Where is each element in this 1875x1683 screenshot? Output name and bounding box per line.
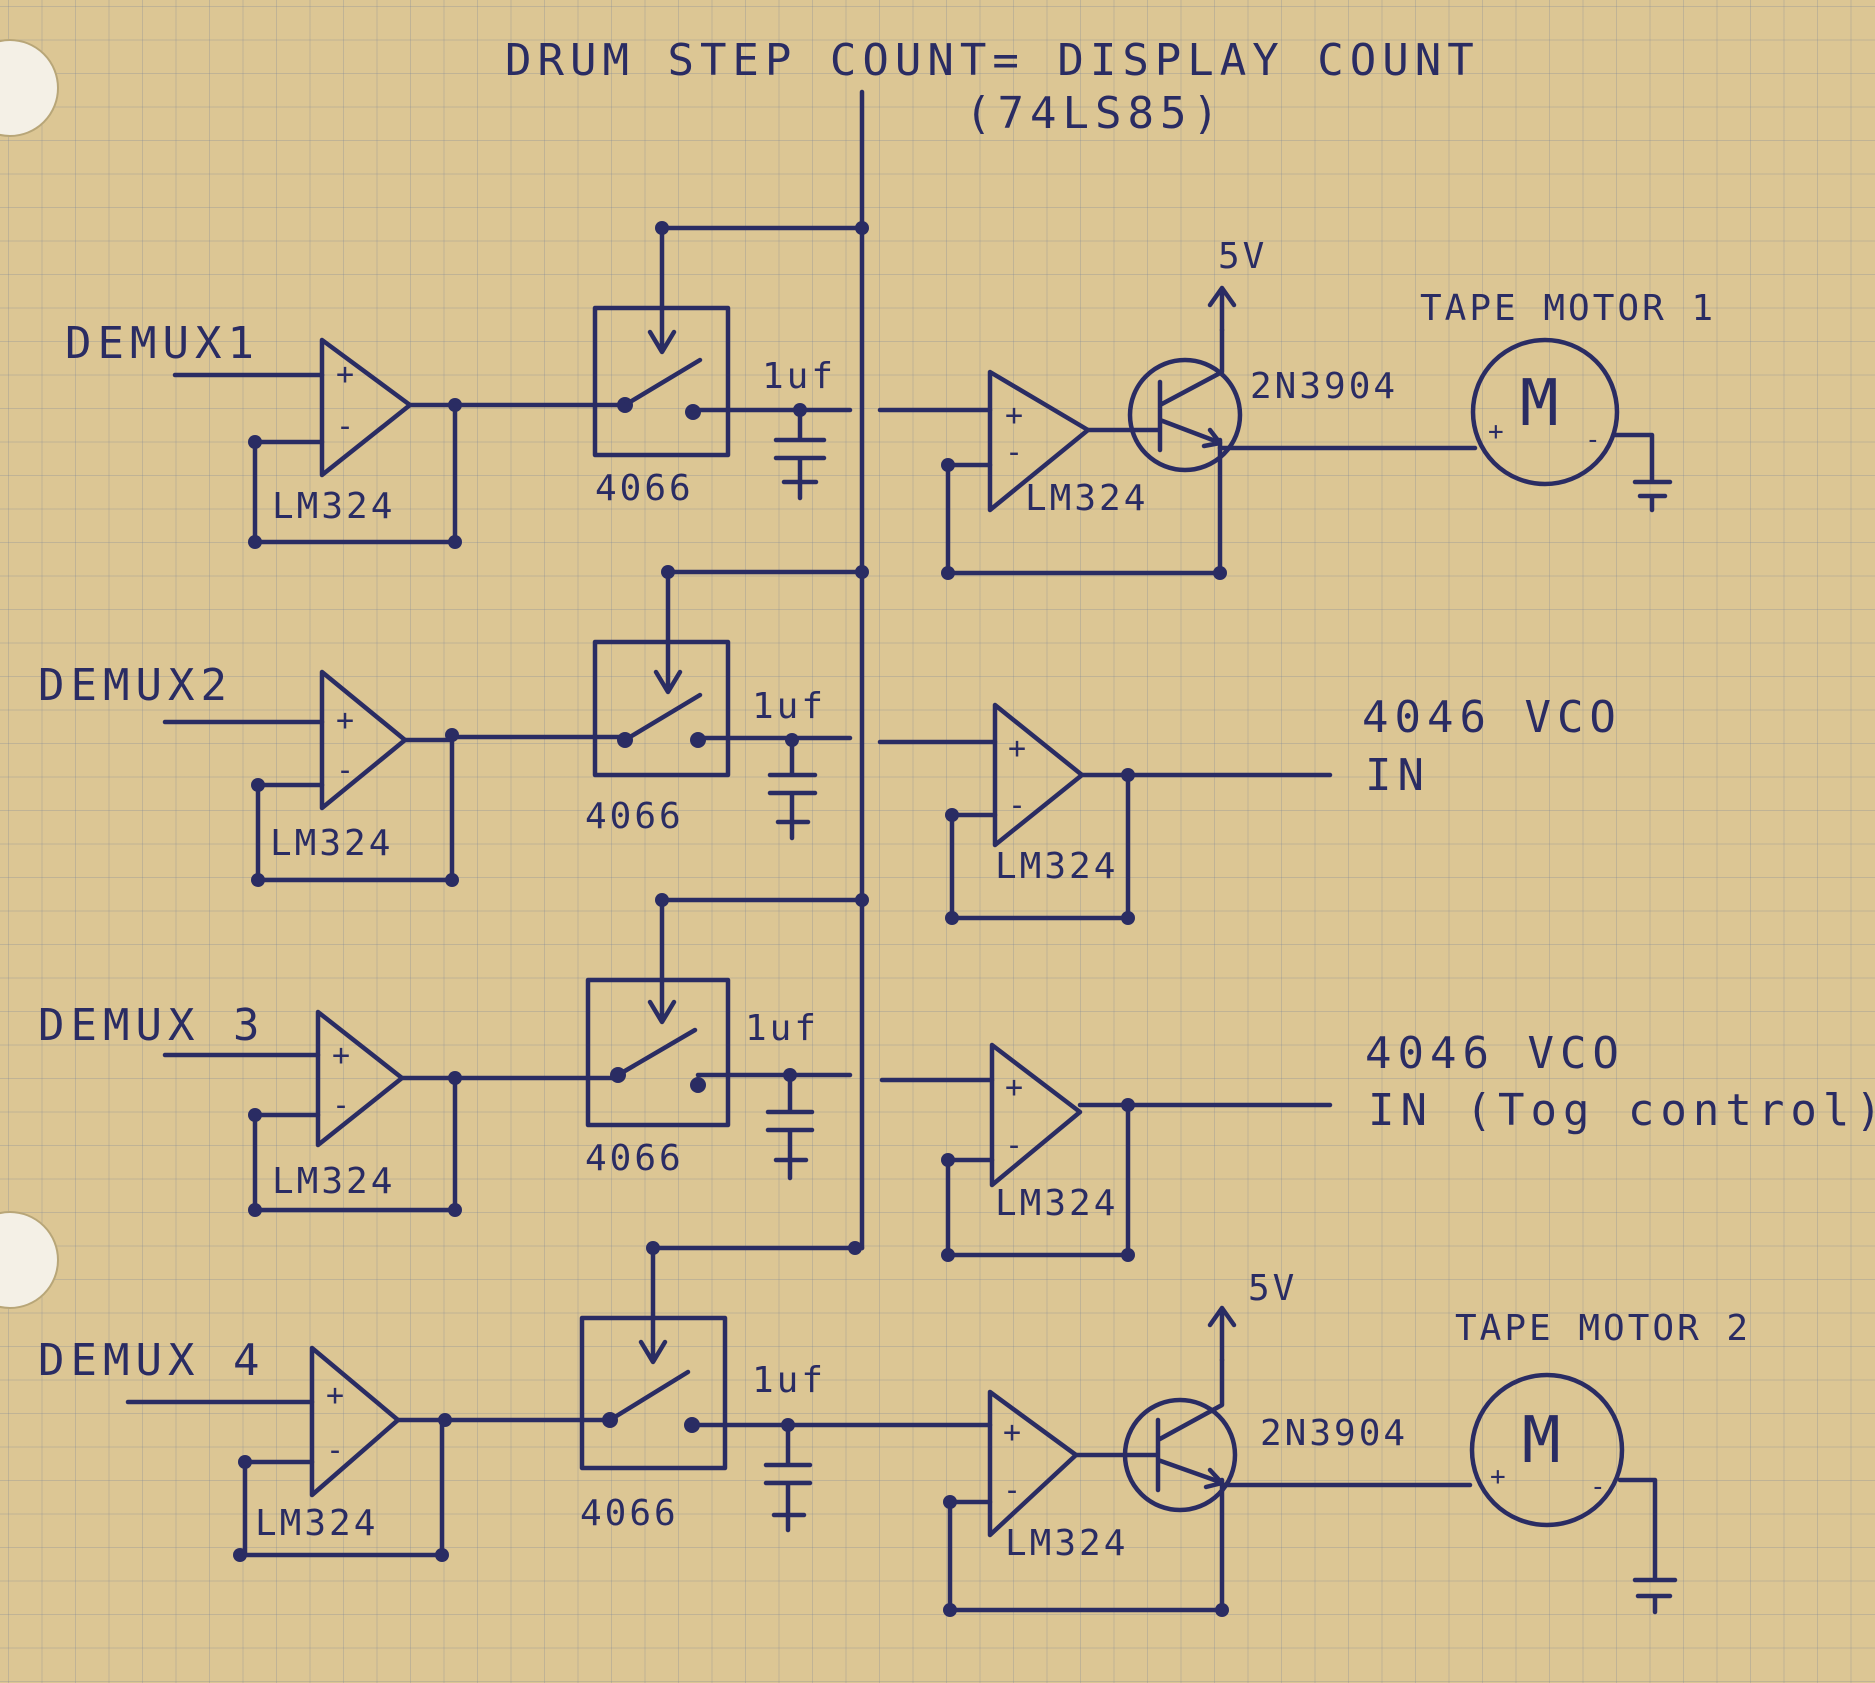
- channel-3-buffer-label: LM324: [272, 1161, 395, 1202]
- svg-text:-: -: [1005, 1128, 1025, 1163]
- channel-3-input-label: DEMUX 3: [38, 1000, 265, 1051]
- channel-2-cap-label: 1uf: [752, 686, 826, 727]
- channel-4-load-title: TAPE MOTOR 2: [1455, 1308, 1751, 1349]
- channel-4-supply-arrow: [1207, 1305, 1237, 1363]
- channel-4-buffer-opamp: [309, 1345, 401, 1498]
- channel-2-switch-label: 4066: [585, 796, 684, 837]
- channel-4-buffer-label: LM324: [255, 1503, 378, 1544]
- channel-3-switch-label: 4066: [585, 1138, 684, 1179]
- channel-4-output-label: LM324: [1005, 1523, 1128, 1564]
- channel-3-buffer-feedback: [252, 1075, 458, 1213]
- svg-text:-: -: [1005, 435, 1025, 470]
- svg-text:-: -: [336, 409, 356, 444]
- binder-hole-top: [0, 39, 59, 137]
- channel-4-capacitor: [763, 1422, 813, 1533]
- channel-1-motor-ground: [1612, 432, 1673, 513]
- svg-text:-: -: [326, 1433, 346, 1468]
- channel-4-switch-box: [579, 1315, 728, 1471]
- svg-text:+: +: [326, 1378, 346, 1413]
- svg-text:-: -: [1585, 425, 1601, 455]
- channel-4: DEMUX 4 + - LM324 4066 1uf + - LM324 5V …: [38, 1241, 1751, 1617]
- channel-4-motor: [1469, 1372, 1625, 1528]
- channel-1-supply-arrow: [1207, 285, 1237, 333]
- channel-4-input-label: DEMUX 4: [38, 1335, 265, 1386]
- svg-text:+: +: [1005, 398, 1025, 433]
- channel-4-switch-label: 4066: [580, 1493, 679, 1534]
- channel-1-capacitor: [773, 407, 827, 501]
- channel-1-motor: [1470, 337, 1620, 487]
- channel-3-buffer-opamp: [315, 1009, 405, 1148]
- svg-text:+: +: [1003, 1415, 1023, 1450]
- channel-1-load-title: TAPE MOTOR 1: [1420, 288, 1716, 329]
- channel-1-buffer-feedback: [252, 402, 458, 545]
- channel-3-cap-label: 1uf: [745, 1008, 819, 1049]
- channel-1-switch-blade: [622, 357, 703, 408]
- channel-2-switch-box: [592, 639, 731, 778]
- channel-3-capacitor: [765, 1072, 815, 1181]
- channel-3-output-opamp: [989, 1042, 1083, 1188]
- channel-1-switch-box: [592, 305, 731, 458]
- channel-3: DEMUX 3 + - LM324 4066 1uf + - LM324 404…: [38, 893, 1875, 1262]
- channel-2-input-label: DEMUX2: [38, 660, 233, 711]
- channel-2-output-label: LM324: [995, 846, 1118, 887]
- svg-text:-: -: [1003, 1473, 1023, 1508]
- channel-1: DEMUX1 + - LM324 4066 1uf + - LM324 5V 2…: [65, 221, 1716, 580]
- channel-1-cap-label: 1uf: [762, 356, 836, 397]
- svg-text:+: +: [1488, 417, 1504, 447]
- channel-1-switch-label: 4066: [595, 468, 694, 509]
- svg-text:-: -: [332, 1088, 352, 1123]
- svg-text:-: -: [1590, 1472, 1606, 1502]
- svg-text:+: +: [1005, 1070, 1025, 1105]
- channel-2-buffer-opamp: [319, 669, 408, 811]
- svg-text:+: +: [336, 357, 356, 392]
- channel-4-output-opamp: [987, 1389, 1079, 1538]
- svg-text:+: +: [1008, 731, 1028, 766]
- channel-2-buffer-label: LM324: [270, 823, 393, 864]
- svg-text:-: -: [1008, 788, 1028, 823]
- svg-text:M: M: [1522, 1404, 1561, 1478]
- channel-3-dest-line-2: IN (Tog control): [1368, 1085, 1875, 1136]
- channel-1-buffer-opamp: [319, 337, 413, 478]
- svg-text:-: -: [336, 753, 356, 788]
- channel-1-input-label: DEMUX1: [65, 318, 260, 369]
- channel-3-output-label: LM324: [995, 1183, 1118, 1224]
- svg-text:M: M: [1520, 367, 1559, 441]
- channel-4-motor-ground: [1617, 1477, 1678, 1615]
- svg-text:+: +: [336, 703, 356, 738]
- channel-2-buffer-feedback: [255, 737, 455, 883]
- channel-1-output-opamp: [987, 369, 1091, 513]
- channel-4-cap-label: 1uf: [752, 1360, 826, 1401]
- svg-text:+: +: [1490, 1462, 1506, 1492]
- channel-2-dest-line-1: 4046 VCO: [1362, 692, 1622, 743]
- channel-1-switch-control: [647, 225, 865, 355]
- channel-1-supply-label: 5V: [1218, 236, 1267, 277]
- channel-4-supply-label: 5V: [1248, 1268, 1297, 1309]
- svg-text:+: +: [332, 1038, 352, 1073]
- channel-1-output-label: LM324: [1025, 478, 1148, 519]
- channel-2: DEMUX2 + - LM324 4066 1uf + - LM324 4046…: [38, 565, 1622, 925]
- channel-3-dest-line-1: 4046 VCO: [1365, 1028, 1625, 1079]
- channel-3-switch-box: [585, 977, 731, 1128]
- channel-4-buffer-feedback: [242, 1417, 445, 1558]
- channel-2-capacitor: [767, 737, 818, 841]
- binder-hole-bottom: [0, 1211, 59, 1309]
- header-line-2: (74LS85): [965, 88, 1225, 139]
- channel-2-output-opamp: [992, 702, 1085, 848]
- channel-1-transistor-label: 2N3904: [1250, 366, 1398, 407]
- channel-1-transistor: [1127, 357, 1243, 473]
- channel-4-transistor-label: 2N3904: [1260, 1413, 1408, 1454]
- channel-1-buffer-label: LM324: [272, 486, 395, 527]
- header-line-1: DRUM STEP COUNT= DISPLAY COUNT: [505, 35, 1480, 86]
- channel-2-dest-line-2: IN: [1365, 750, 1430, 801]
